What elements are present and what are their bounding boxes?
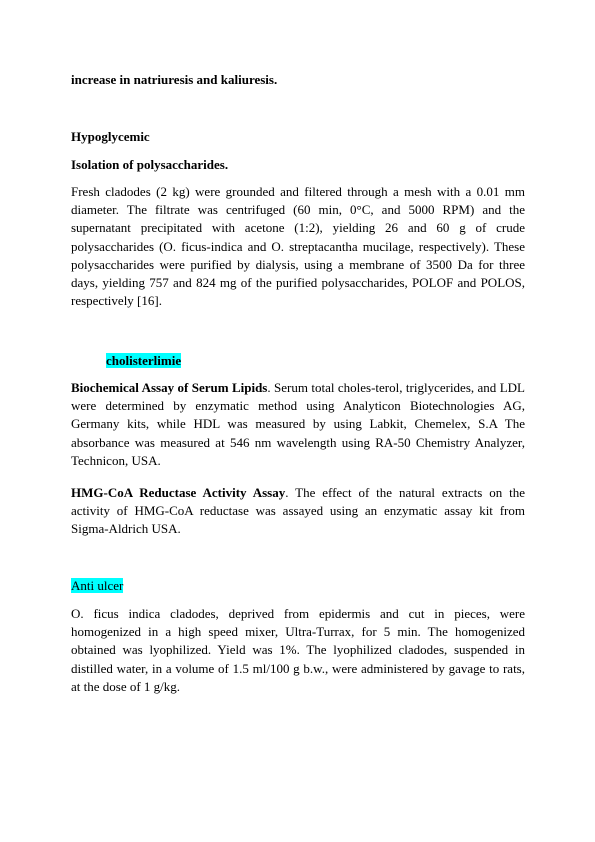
hmg-coa-text: . The effect of the natural extracts on …: [71, 485, 525, 537]
cholesterol-heading-text: cholisterlimie: [106, 353, 182, 368]
anti-ulcer-heading-text: Anti ulcer: [71, 578, 124, 593]
polysaccharides-paragraph: Fresh cladodes (2 kg) were grounded and …: [71, 184, 525, 309]
hmg-coa-paragraph: HMG-CoA Reductase Activity Assay. The ef…: [71, 484, 525, 539]
hmg-coa-title: HMG-CoA Reductase Activity Assay: [71, 485, 286, 500]
hypoglycemic-heading: Hypoglycemic: [71, 129, 150, 144]
cholesterol-heading: cholisterlimie: [106, 353, 182, 369]
serum-lipids-title: Biochemical Assay of Serum Lipids: [71, 380, 268, 395]
intro-line: increase in natriuresis and kaliuresis.: [71, 72, 278, 87]
serum-lipids-paragraph: Biochemical Assay of Serum Lipids. Serum…: [71, 379, 525, 470]
polysaccharides-subheading: Isolation of polysaccharides.: [71, 157, 229, 172]
anti-ulcer-heading: Anti ulcer: [71, 578, 124, 594]
serum-lipids-text: . Serum total choles-terol, triglyceride…: [71, 380, 525, 468]
anti-ulcer-paragraph: O. ficus indica cladodes, deprived from …: [71, 606, 525, 694]
